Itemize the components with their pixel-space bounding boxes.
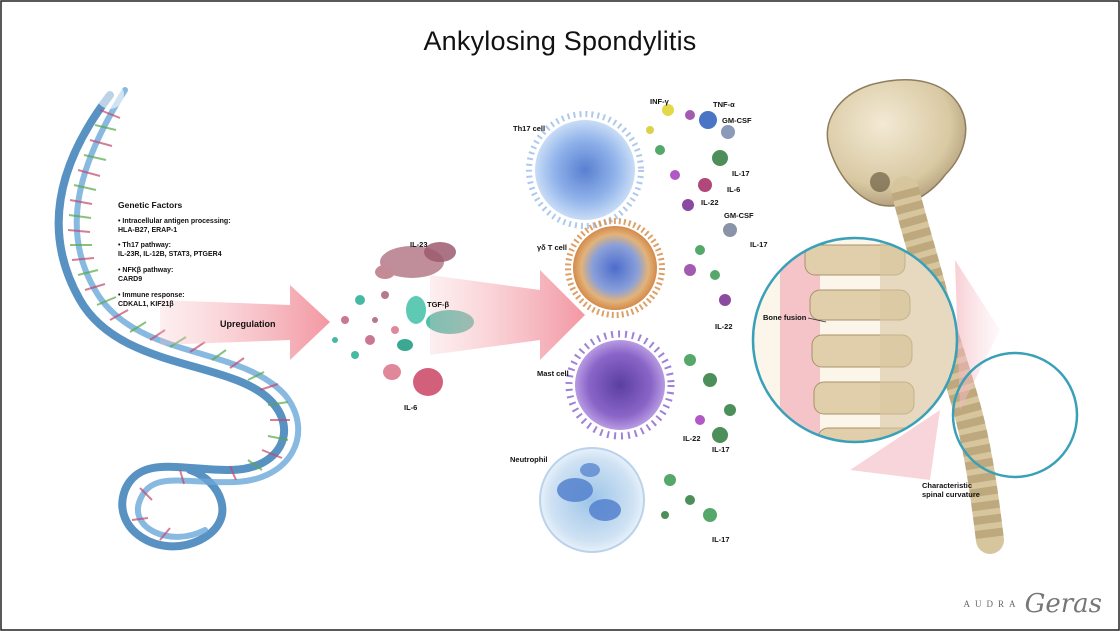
signature-first-name: AUDRA <box>963 599 1021 609</box>
spinal-curvature-label: Characteristic spinal curvature <box>922 481 980 499</box>
genetic-item-th17: • Th17 pathway: IL-23R, IL-12B, STAT3, P… <box>118 241 222 259</box>
spinal-curvature-line2: spinal curvature <box>922 490 980 499</box>
genetic-item-genes: CDKAL1, KIF21β <box>118 301 174 308</box>
page-title: Ankylosing Spondylitis <box>423 26 697 56</box>
th17-cell-label: Th17 cell <box>513 124 546 133</box>
skull-and-spine <box>826 79 1004 554</box>
il6-label-right: IL-6 <box>727 185 741 194</box>
mast-cell <box>565 330 675 440</box>
il22-label-3: IL-22 <box>683 434 701 443</box>
genetic-factors-heading: Genetic Factors <box>118 200 183 210</box>
cell-activation-arrow <box>430 270 585 360</box>
genetic-item-antigen: • Intracellular antigen processing: HLA-… <box>118 217 231 235</box>
cytokine-cluster-right <box>646 104 737 522</box>
tgfb-label: TGF-β <box>427 300 450 309</box>
il23-label: IL-23 <box>410 240 428 249</box>
infg-label: INF-γ <box>650 97 669 106</box>
dna-helix <box>54 81 302 551</box>
spine-highlight-circle <box>951 351 1079 479</box>
il17-label-2: IL-17 <box>750 240 768 249</box>
genetic-item-immune: • Immune response: CDKAL1, KIF21β <box>118 291 185 309</box>
bone-fusion-zoom <box>751 236 959 444</box>
il22-label-1: IL-22 <box>701 198 719 207</box>
gmcsf-label-1: GM-CSF <box>722 116 752 125</box>
tnfa-label: TNF-α <box>713 100 735 109</box>
il17-label-1: IL-17 <box>732 169 750 178</box>
gamma-delta-t-cell <box>565 218 665 318</box>
il17-label-3: IL-17 <box>712 445 730 454</box>
genetic-item-label: • NFKβ pathway: <box>118 267 174 274</box>
gdt-cell-label: γδ T cell <box>537 243 567 252</box>
th17-cell <box>526 111 644 229</box>
genetic-item-nfkb: • NFKβ pathway: CARD9 <box>118 266 173 284</box>
spinal-curvature-line1: Characteristic <box>922 481 973 490</box>
genetic-item-label: • Th17 pathway: <box>118 242 172 249</box>
il22-label-2: IL-22 <box>715 322 733 331</box>
il6-label-left: IL-6 <box>404 403 418 412</box>
gmcsf-label-2: GM-CSF <box>724 211 754 220</box>
mast-cell-label: Mast cell <box>537 369 569 378</box>
genetic-item-label: • Immune response: <box>118 292 185 299</box>
upregulation-arrow <box>160 285 330 360</box>
signature-last-name: Geras <box>1024 589 1102 619</box>
genetic-item-genes: CARD9 <box>118 276 143 283</box>
neutrophil-cell <box>539 447 645 553</box>
upregulation-label: Upregulation <box>220 319 276 329</box>
zoom-beam <box>955 260 1000 410</box>
bone-fusion-label: Bone fusion <box>763 313 807 322</box>
artist-signature: AUDRA Geras <box>964 589 1102 619</box>
genetic-item-label: • Intracellular antigen processing: <box>118 218 231 225</box>
genetic-item-genes: HLA-B27, ERAP-1 <box>118 227 178 234</box>
zoom-beam <box>850 410 940 480</box>
neutrophil-label: Neutrophil <box>510 455 548 464</box>
il17-label-4: IL-17 <box>712 535 730 544</box>
genetic-item-genes: IL-23R, IL-12B, STAT3, PTGER4 <box>118 251 222 258</box>
